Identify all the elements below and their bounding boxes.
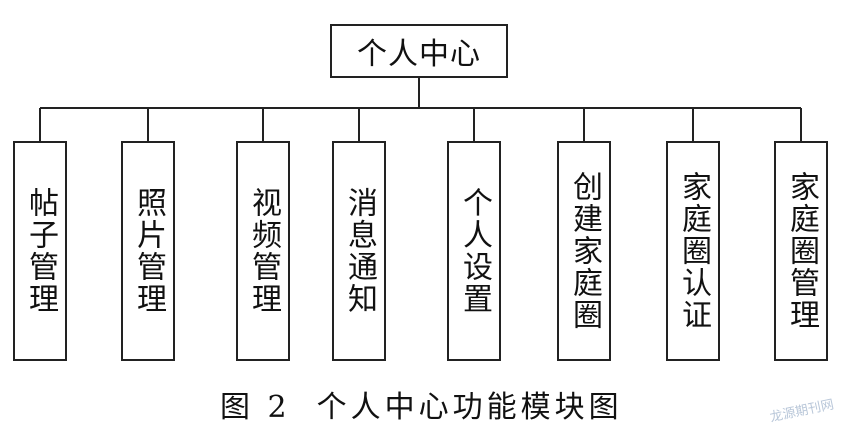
child-node-create-family-circle: 创建家庭圈 (557, 141, 611, 361)
child-node-settings: 个人设置 (447, 141, 501, 361)
child-node-posts: 帖子管理 (13, 141, 67, 361)
child-node-label: 消息通知 (342, 187, 377, 315)
child-node-label: 个人设置 (457, 187, 492, 315)
figure-caption: 图 2 个人中心功能模块图 (220, 384, 640, 425)
child-node-label: 视频管理 (246, 187, 281, 315)
figure-number: 图 2 (220, 390, 291, 425)
child-node-family-circle-verify: 家庭圈认证 (666, 141, 720, 361)
child-node-family-circle-manage: 家庭圈管理 (774, 141, 828, 361)
child-node-videos: 视频管理 (236, 141, 290, 361)
child-node-label: 家庭圈管理 (784, 171, 819, 331)
child-node-label: 帖子管理 (23, 187, 58, 315)
child-node-label: 家庭圈认证 (676, 171, 711, 331)
figure-title: 个人中心功能模块图 (316, 390, 623, 425)
child-node-photos: 照片管理 (121, 141, 175, 361)
child-node-messages: 消息通知 (332, 141, 386, 361)
child-node-label: 照片管理 (131, 187, 166, 315)
root-node-label: 个人中心 (357, 37, 481, 72)
root-node: 个人中心 (330, 24, 508, 78)
child-node-label: 创建家庭圈 (567, 171, 602, 331)
